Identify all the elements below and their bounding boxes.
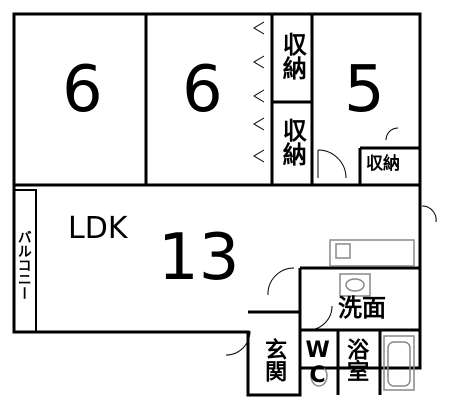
washroom-label: 洗面 [338, 294, 386, 322]
toilet-label: WC [305, 338, 331, 388]
entrance-label: 玄関 [261, 338, 287, 382]
middle-bedroom-size: 6 [182, 53, 223, 127]
closet-markers [253, 21, 265, 163]
balcony-label: バルコニー [15, 230, 32, 300]
ldk-size: 13 [158, 221, 240, 295]
closet-lower-label: 収納 [278, 118, 307, 166]
door-swings [225, 127, 437, 356]
bathroom-label: 浴室 [343, 338, 369, 382]
ldk-label: LDK [68, 211, 128, 246]
fixtures [310, 239, 415, 391]
closet-east-label: 収納 [366, 154, 400, 174]
walls [12, 12, 422, 397]
east-bedroom-size: 5 [344, 53, 385, 127]
closet-upper-label: 収納 [278, 32, 307, 80]
west-bedroom-size: 6 [62, 53, 103, 127]
